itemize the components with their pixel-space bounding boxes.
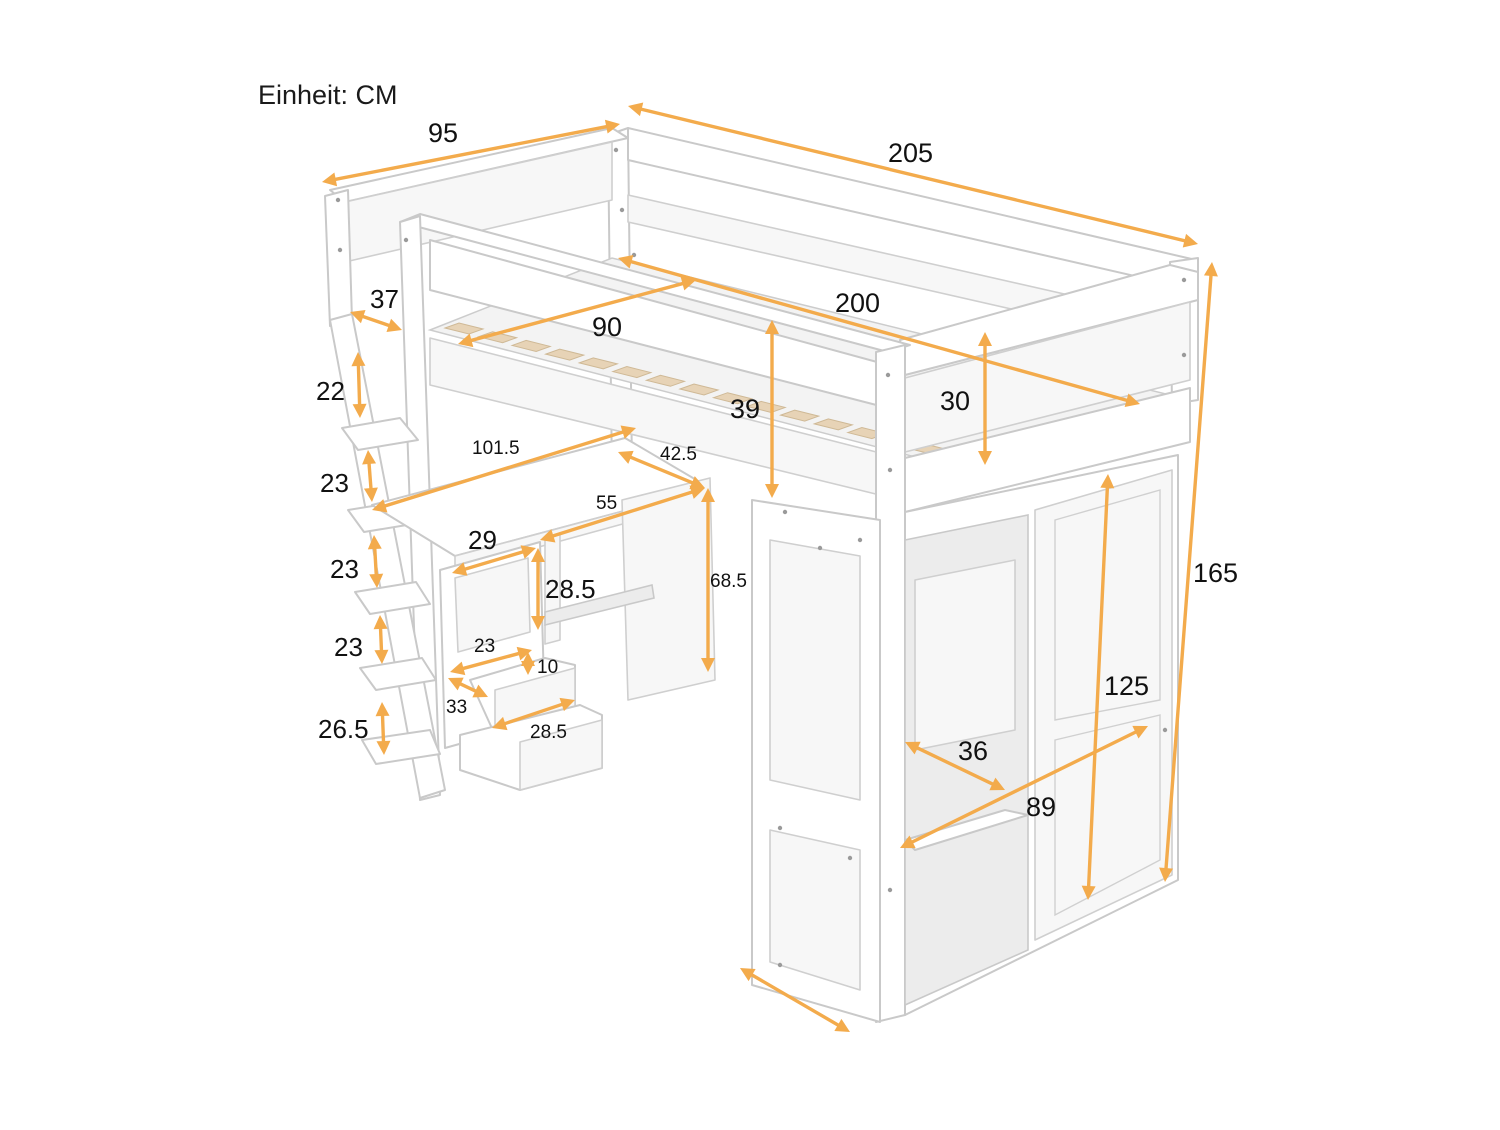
arrow-shelf-width [452, 545, 536, 576]
dim-drawer-length-label: 28.5 [530, 722, 567, 743]
arrow-rail-height [978, 332, 992, 465]
arrow-mattress-width [458, 276, 696, 348]
dim-drawer-depth-label: 33 [446, 697, 467, 718]
dim-bed-width-label: 95 [428, 118, 458, 148]
arrow-drawer-height [521, 652, 535, 675]
dim-step-26-5-label: 26.5 [318, 714, 369, 744]
arrow-total-height [1159, 262, 1218, 882]
head-end-left-post [324, 189, 353, 327]
wardrobe-side-upper-panel [769, 539, 861, 801]
bed-slat [711, 392, 754, 405]
arrow-step-26-5 [375, 702, 391, 755]
ladder-step-3 [354, 581, 431, 615]
drawer-bottom-front [519, 719, 603, 791]
arrow-desk-depth [618, 450, 705, 490]
dimension-arrows [322, 102, 1218, 1032]
dim-bed-length-label: 205 [888, 138, 933, 168]
arrow-desk-height [701, 488, 715, 672]
ladder-step-1 [341, 417, 419, 451]
bed-slat [443, 322, 485, 335]
bed-slat [745, 400, 787, 413]
front-guard-rail-top [399, 213, 911, 353]
arrow-base-depth [740, 968, 850, 1032]
arrow-desk-length [372, 425, 636, 513]
wardrobe-sliding-door [1034, 469, 1173, 941]
arrow-wardrobe-width [900, 725, 1148, 849]
arrow-step-23-a [362, 450, 378, 502]
arrow-wardrobe-height [1081, 474, 1115, 900]
bed-slat [644, 374, 687, 387]
arrow-ladder-width [350, 309, 402, 333]
arrow-desk-inner [540, 485, 705, 543]
arrow-step-23-b [367, 535, 384, 588]
unit-label: Einheit: CM [258, 80, 398, 110]
dim-desk-depth-label: 42.5 [660, 444, 697, 465]
arrow-guard-height [765, 320, 779, 498]
dim-step-23-b-label: 23 [330, 554, 359, 584]
dim-step-22-label: 22 [316, 376, 345, 406]
bed-side-beam [904, 387, 1191, 513]
bed-slat [812, 418, 855, 431]
loft-bed-illustration [324, 127, 1199, 1023]
dim-ladder-width-label: 37 [370, 284, 399, 314]
ladder-step-5 [361, 729, 441, 765]
dim-wardrobe-width-label: 89 [1026, 792, 1056, 822]
dim-wardrobe-height-label: 125 [1104, 671, 1149, 701]
arrow-drawer-width [450, 646, 532, 676]
desk-shelf-opening [454, 557, 531, 653]
wardrobe-side-lower-panel [769, 829, 861, 991]
bed-slat [611, 366, 653, 379]
dim-desk-inner-label: 55 [596, 493, 617, 514]
dim-desk-height-label: 68.5 [710, 571, 747, 592]
dim-step-23-c-label: 23 [334, 632, 363, 662]
arrow-wardrobe-depth [905, 741, 1005, 791]
desk-right-leg [621, 477, 716, 701]
arrow-shelf-height [531, 548, 545, 630]
arrow-drawer-length [492, 697, 575, 731]
dim-shelf-height-label: 28.5 [545, 574, 596, 604]
dim-guard-height-label: 39 [730, 394, 760, 424]
dim-desk-length-label: 101.5 [472, 438, 520, 459]
dim-wardrobe-depth-label: 36 [958, 736, 988, 766]
screws [335, 147, 1187, 968]
dim-drawer-width-label: 23 [474, 636, 495, 657]
dim-step-23-a-label: 23 [320, 468, 349, 498]
desk-support-bar [544, 584, 655, 627]
wardrobe-door-lower-inset [1054, 714, 1161, 917]
arrow-mattress-length [618, 255, 1140, 407]
arrow-drawer-depth [448, 677, 488, 698]
arrow-step-22 [351, 352, 367, 418]
dim-mattress-width-label: 90 [592, 312, 622, 342]
dim-rail-height-label: 30 [940, 386, 970, 416]
dim-drawer-height-label: 10 [537, 657, 558, 678]
bed-slat [510, 339, 552, 352]
wardrobe-inner-back-upper [914, 559, 1016, 751]
arrow-bed-width [322, 119, 620, 187]
wardrobe-door-upper-inset [1054, 489, 1161, 721]
bed-slat [577, 357, 620, 370]
dim-total-height-label: 165 [1193, 558, 1238, 588]
arrow-step-23-c [373, 615, 389, 664]
bed-slat [778, 409, 821, 422]
arrow-bed-length [628, 102, 1198, 248]
dim-mattress-length-label: 200 [835, 288, 880, 318]
bed-slat [678, 383, 720, 396]
dim-shelf-width-label: 29 [468, 525, 497, 555]
ladder-step-4 [359, 657, 437, 691]
bed-slat [543, 348, 586, 361]
dimension-labels: 95 205 200 90 37 22 23 23 23 26.5 39 30 … [316, 118, 1238, 822]
